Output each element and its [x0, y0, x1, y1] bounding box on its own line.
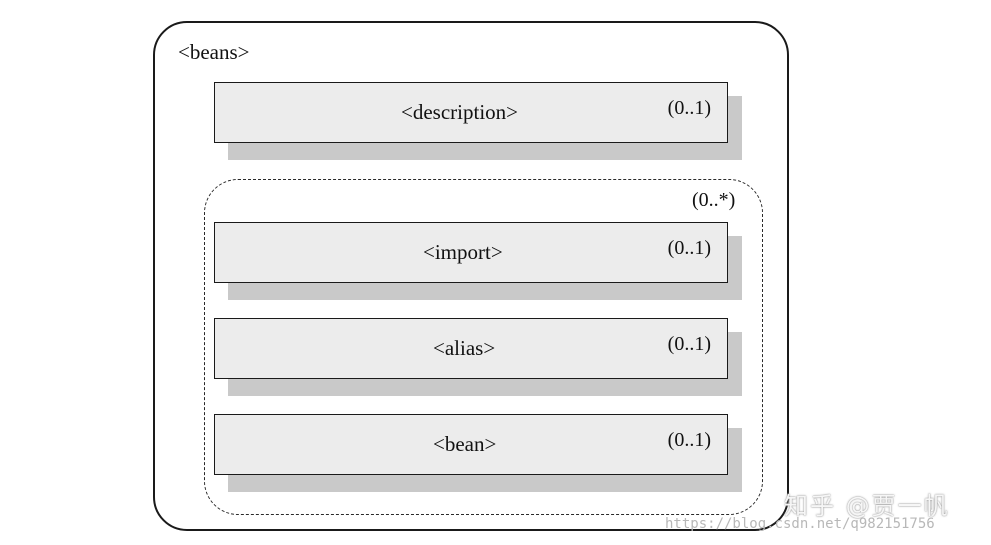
url-watermark: https://blog.csdn.net/q982151756: [665, 516, 935, 532]
alias-multiplicity: (0..1): [667, 333, 711, 355]
description-label: <description>: [401, 100, 518, 124]
alias-label: <alias>: [433, 336, 496, 360]
alias-box: <alias> (0..1): [214, 318, 728, 379]
description-box: <description> (0..1): [214, 82, 728, 143]
site-watermark: 知乎 @贾一帆: [784, 492, 950, 520]
bean-label: <bean>: [433, 432, 497, 456]
import-multiplicity: (0..1): [667, 237, 711, 259]
import-box: <import> (0..1): [214, 222, 728, 283]
element-group: [204, 179, 763, 515]
import-label: <import>: [423, 240, 503, 264]
group-multiplicity: (0..*): [692, 189, 736, 211]
bean-multiplicity: (0..1): [667, 429, 711, 451]
bean-box: <bean> (0..1): [214, 414, 728, 475]
description-multiplicity: (0..1): [667, 97, 711, 119]
beans-label: <beans>: [178, 40, 250, 64]
